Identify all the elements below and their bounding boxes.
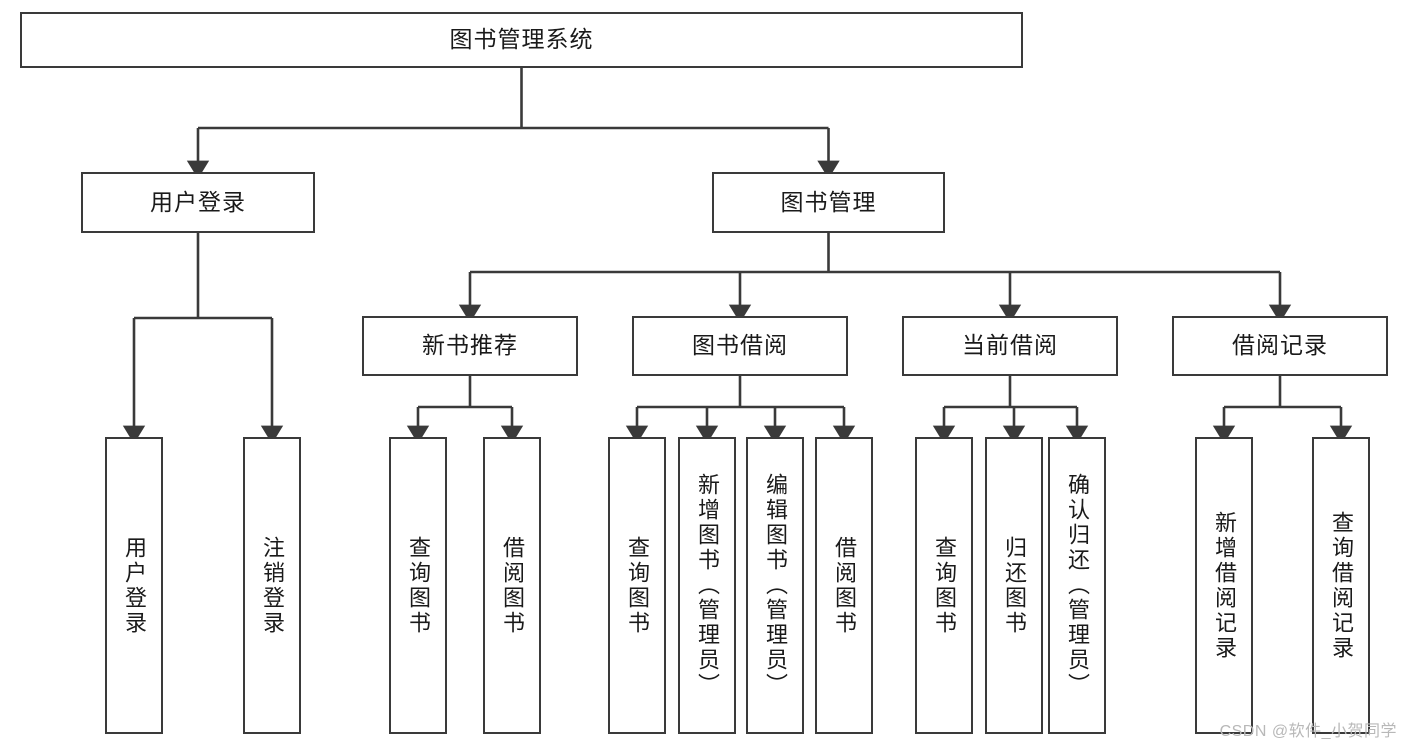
node-label: 新增图书（管理员） (695, 473, 720, 698)
node-current-borrow[interactable]: 当前借阅 (902, 316, 1118, 376)
node-borrow-record[interactable]: 借阅记录 (1172, 316, 1388, 376)
node-leaf-return-book[interactable]: 归还图书 (985, 437, 1043, 734)
node-leaf-query-borrow-record[interactable]: 查询借阅记录 (1312, 437, 1370, 734)
node-label: 归还图书 (1002, 535, 1027, 636)
node-leaf-query-book-rec[interactable]: 查询图书 (389, 437, 447, 734)
node-leaf-add-book-admin[interactable]: 新增图书（管理员） (678, 437, 736, 734)
node-leaf-borrow-book-rec[interactable]: 借阅图书 (483, 437, 541, 734)
node-leaf-edit-book-admin[interactable]: 编辑图书（管理员） (746, 437, 804, 734)
node-label: 当前借阅 (962, 332, 1058, 359)
node-label: 查询图书 (932, 535, 957, 636)
watermark-label: CSDN @软件_小贺同学 (1219, 723, 1397, 740)
node-label: 新书推荐 (422, 332, 518, 359)
node-label: 新增借阅记录 (1212, 510, 1237, 661)
node-leaf-user-login[interactable]: 用户登录 (105, 437, 163, 734)
node-label: 查询图书 (625, 535, 650, 636)
node-label: 用户登录 (122, 535, 147, 636)
node-book-manage[interactable]: 图书管理 (712, 172, 945, 233)
node-leaf-add-borrow-record[interactable]: 新增借阅记录 (1195, 437, 1253, 734)
node-label: 借阅图书 (500, 535, 525, 636)
node-leaf-query-book-bor[interactable]: 查询图书 (608, 437, 666, 734)
node-label: 查询借阅记录 (1329, 510, 1354, 661)
node-leaf-logout[interactable]: 注销登录 (243, 437, 301, 734)
node-label: 图书管理系统 (449, 26, 594, 53)
node-label: 借阅记录 (1232, 332, 1328, 359)
node-label: 确认归还（管理员） (1065, 473, 1090, 698)
node-label: 图书借阅 (692, 332, 788, 359)
node-label: 图书管理 (780, 188, 877, 215)
node-label: 注销登录 (260, 535, 285, 636)
node-book-borrow[interactable]: 图书借阅 (632, 316, 848, 376)
node-label: 借阅图书 (832, 535, 857, 636)
node-label: 查询图书 (406, 535, 431, 636)
node-root[interactable]: 图书管理系统 (20, 12, 1023, 68)
node-new-book-recommend[interactable]: 新书推荐 (362, 316, 578, 376)
node-label: 编辑图书（管理员） (763, 473, 788, 698)
node-user-login[interactable]: 用户登录 (81, 172, 315, 233)
node-leaf-query-book-cur[interactable]: 查询图书 (915, 437, 973, 734)
node-leaf-confirm-return-admin[interactable]: 确认归还（管理员） (1048, 437, 1106, 734)
node-label: 用户登录 (150, 188, 246, 215)
node-leaf-borrow-book-bor[interactable]: 借阅图书 (815, 437, 873, 734)
